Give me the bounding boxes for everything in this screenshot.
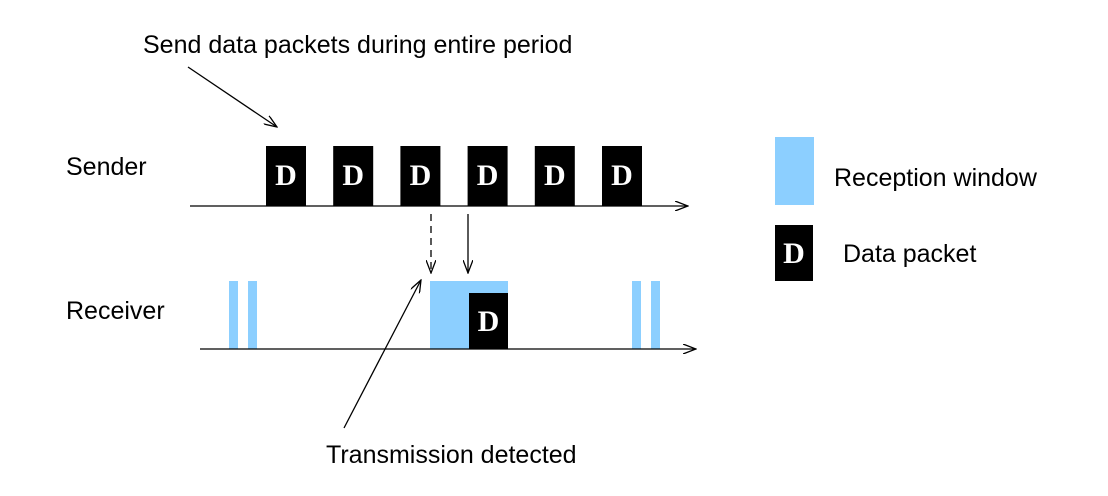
sender-packet-letter: D	[544, 159, 566, 192]
sender-data-packet: D	[333, 146, 374, 206]
sender-packet-box	[333, 146, 374, 206]
sender-packet-box	[467, 146, 508, 206]
sender-packet-box	[534, 146, 575, 206]
sender-packet-letter: D	[342, 159, 364, 192]
detected-annotation-arrow	[343, 280, 421, 429]
sender-packet-letter: D	[275, 159, 297, 192]
sender-packet-letter: D	[477, 159, 499, 192]
reception-window-late-1	[632, 281, 641, 349]
received-data-packet	[469, 293, 508, 349]
sender-data-packet: D	[534, 146, 575, 206]
legend-reception-window-swatch	[775, 137, 814, 205]
sender-packet-letter: D	[611, 159, 633, 192]
sender-packet-letter: D	[410, 159, 432, 192]
sender-data-packet: D	[400, 146, 441, 206]
sender-packet-box	[400, 146, 441, 206]
sender-packet-box	[266, 146, 306, 206]
legend-data-packet-label: Data packet	[843, 240, 976, 268]
reception-window-early-1	[229, 281, 238, 349]
sender-label: Sender	[66, 153, 147, 181]
transmission-detected-annotation: Transmission detected	[326, 441, 577, 469]
reception-window-early-2	[248, 281, 257, 349]
sender-data-packet: D	[602, 146, 642, 206]
send-packets-annotation: Send data packets during entire period	[143, 31, 572, 59]
reception-window-late-2	[651, 281, 660, 349]
legend-reception-window-label: Reception window	[834, 164, 1038, 192]
sender-data-packet: D	[266, 146, 306, 206]
send-annotation-arrow	[187, 66, 277, 127]
receiver-label: Receiver	[66, 297, 165, 325]
legend-data-packet-swatch	[775, 225, 813, 281]
sender-data-packet: D	[467, 146, 508, 206]
sender-packet-box	[602, 146, 642, 206]
received-packet-letter: D	[478, 305, 500, 338]
legend-data-packet-letter: D	[783, 237, 805, 270]
